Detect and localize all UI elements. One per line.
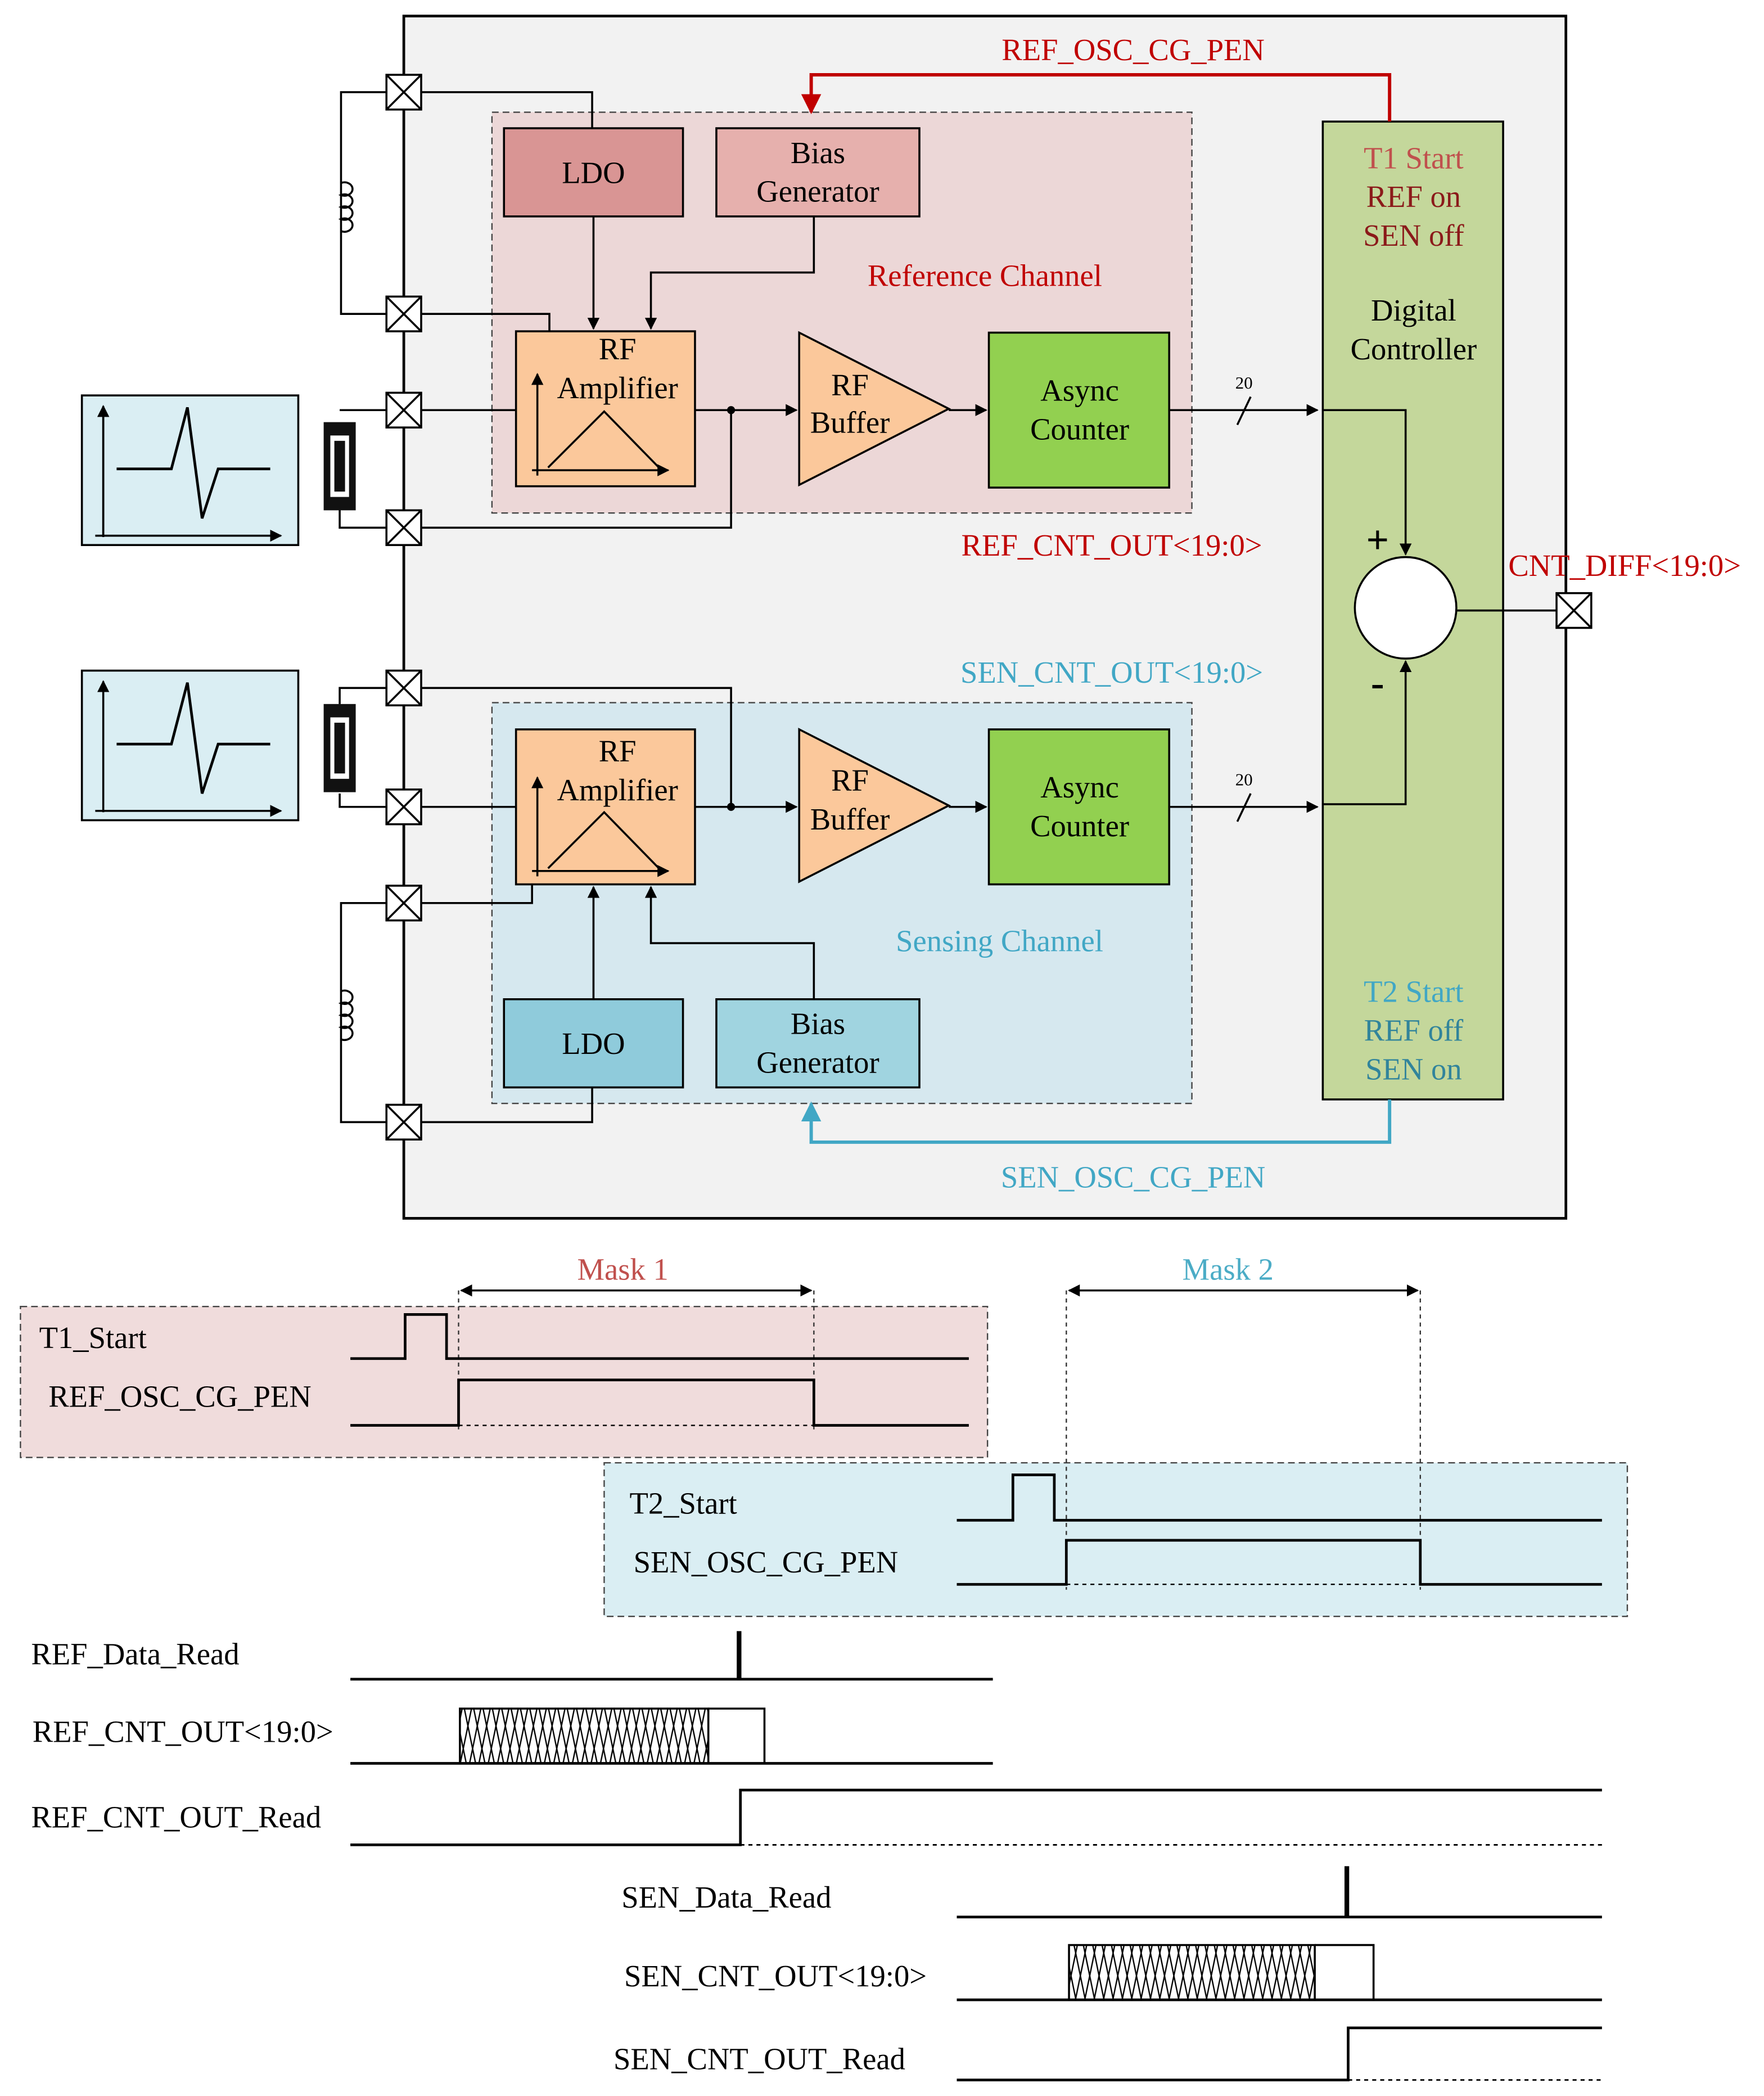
rf-amp-sen-line1: RF: [599, 734, 637, 768]
waveform-sen-icon: [80, 669, 300, 822]
ldo-ref: LDO: [503, 127, 684, 218]
async-counter-ref: Async Counter: [987, 331, 1170, 489]
sen-bus-width: 20: [1235, 770, 1253, 790]
ref-osc-cg-pen-label: REF_OSC_CG_PEN: [1001, 33, 1264, 67]
sen-channel-wires: [419, 687, 1319, 999]
sensing-channel-label: Sensing Channel: [896, 923, 1103, 958]
pad-bus-wiring: [339, 91, 593, 1124]
async-counter-sen: Async Counter: [987, 728, 1170, 886]
sen-cnt-out-read-wave: [957, 2026, 1602, 2081]
bond-pad: [385, 509, 422, 546]
mask2-label: Mask 2: [1183, 1252, 1274, 1287]
subtractor: [1323, 409, 1557, 805]
rf-buf-sen-line2: Buffer: [810, 802, 890, 836]
bias-sen-line1: Bias: [791, 1007, 845, 1041]
rf-amp-sen-line2: Amplifier: [557, 773, 678, 807]
sen-osc-cg-pen-wave: [957, 1539, 1602, 1586]
bond-pads: [385, 74, 422, 1141]
output-pad: [1555, 592, 1592, 629]
crystal-ref-icon: [323, 422, 356, 511]
bias-sen-line2: Generator: [756, 1045, 879, 1079]
reference-channel-label: Reference Channel: [868, 258, 1102, 292]
sen-cnt-out-name: SEN_CNT_OUT<19:0>: [624, 1959, 927, 1993]
t1-start-wave: [350, 1313, 969, 1360]
rf-buf-ref-line1: RF: [831, 368, 869, 402]
sen-osc-cg-pen-name: SEN_OSC_CG_PEN: [634, 1545, 898, 1579]
ldo-sen-label: LDO: [562, 1026, 625, 1061]
inductor-ref-icon: [338, 181, 354, 233]
bond-pad: [385, 885, 422, 922]
ref-cnt-out-name: REF_CNT_OUT<19:0>: [33, 1715, 333, 1749]
bond-pad: [385, 669, 422, 706]
counter-sen-line1: Async: [1040, 770, 1119, 804]
ref-osc-cg-pen-wave: [350, 1378, 969, 1427]
sen-cnt-out-read-name: SEN_CNT_OUT_Read: [613, 2041, 905, 2076]
mask1-label: Mask 1: [577, 1252, 668, 1287]
controller-t1-line1: T1 Start: [1364, 141, 1464, 175]
counter-ref-line1: Async: [1040, 373, 1119, 408]
signal-names: T1_Start REF_OSC_CG_PEN T2_Start SEN_OSC…: [31, 1320, 927, 2076]
rf-buffer-ref: RF Buffer: [798, 331, 951, 487]
t1-start-name: T1_Start: [39, 1320, 147, 1355]
ldo-sen: LDO: [503, 998, 684, 1089]
minus-sign: -: [1371, 661, 1384, 705]
ref-bus-width: 20: [1235, 373, 1253, 393]
crystal-sen-icon: [323, 704, 356, 792]
t2-start-name: T2_Start: [630, 1486, 737, 1520]
ref-cnt-out-label: REF_CNT_OUT<19:0>: [962, 528, 1262, 562]
counter-ref-line2: Counter: [1030, 412, 1129, 447]
controller-t2-line1: T2 Start: [1364, 975, 1464, 1009]
ref-data-read-name: REF_Data_Read: [31, 1637, 239, 1671]
rf-buf-ref-line2: Buffer: [810, 405, 890, 440]
sen-junction-dot: [727, 803, 736, 811]
waveforms: [350, 1313, 1602, 2081]
ref-channel-wires: [419, 216, 1319, 529]
controller-t2-line3: SEN on: [1365, 1052, 1461, 1086]
controller-t2-line2: REF off: [1364, 1013, 1464, 1047]
mask1-region: [20, 1305, 989, 1458]
waveform-ref-icon: [80, 394, 300, 545]
cnt-diff-label: CNT_DIFF<19:0>: [1508, 548, 1741, 583]
counter-sen-line2: Counter: [1030, 809, 1129, 843]
ref-osc-cg-pen-wire: [801, 73, 1392, 122]
t2-start-wave: [957, 1473, 1602, 1522]
bias-ref-line2: Generator: [756, 174, 879, 209]
rf-amplifier-ref: RF Amplifier: [515, 330, 696, 488]
sen-osc-cg-pen-wire: [801, 1099, 1392, 1144]
sen-data-read-name: SEN_Data_Read: [621, 1880, 831, 1914]
rf-buf-sen-line1: RF: [831, 763, 869, 797]
bond-pad: [385, 1103, 422, 1141]
bond-pad: [385, 295, 422, 332]
ref-cnt-out-read-wave: [350, 1788, 1602, 1846]
bond-pad: [385, 74, 422, 111]
rf-amp-ref-line2: Amplifier: [557, 371, 678, 405]
controller-t1-line2: REF on: [1366, 179, 1461, 214]
ref-osc-cg-pen-name: REF_OSC_CG_PEN: [48, 1379, 311, 1413]
sen-cnt-out-label: SEN_CNT_OUT<19:0>: [960, 655, 1263, 689]
sen-osc-cg-pen-label: SEN_OSC_CG_PEN: [1001, 1160, 1265, 1195]
rf-amp-ref-line1: RF: [599, 332, 637, 366]
bias-generator-sen: Bias Generator: [715, 998, 921, 1089]
bond-pad: [385, 788, 422, 826]
inductor-sen-icon: [338, 989, 354, 1042]
controller-title-line2: Controller: [1351, 332, 1477, 366]
bond-pad: [385, 391, 422, 429]
plus-sign: +: [1366, 517, 1389, 562]
ref-cnt-out-read-name: REF_CNT_OUT_Read: [31, 1800, 321, 1834]
bias-ref-line1: Bias: [791, 136, 845, 170]
rf-buffer-sen: RF Buffer: [798, 728, 951, 884]
controller-t1-line3: SEN off: [1363, 218, 1464, 253]
controller-title-line1: Digital: [1371, 293, 1456, 327]
ref-junction-dot: [727, 406, 736, 414]
rf-amplifier-sen: RF Amplifier: [515, 728, 696, 886]
bias-generator-ref: Bias Generator: [715, 127, 921, 218]
ldo-ref-label: LDO: [562, 155, 625, 190]
